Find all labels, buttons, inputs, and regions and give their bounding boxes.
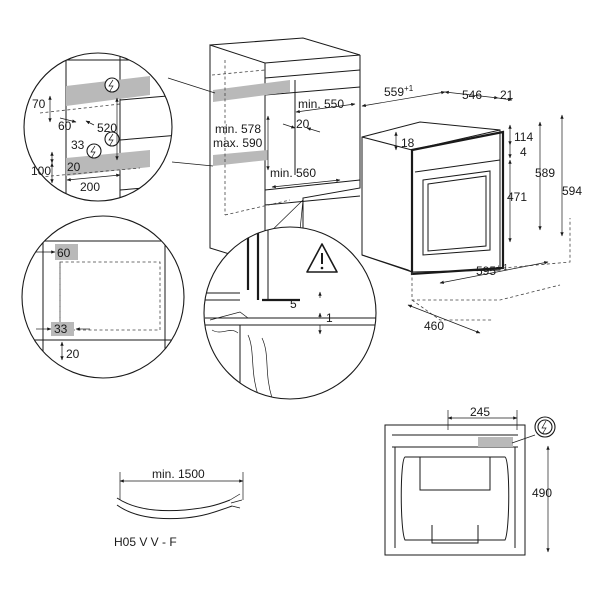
oven-width-460-label: 460 [424,319,444,333]
dim-4-label: 4 [520,145,527,159]
oven-depth-body-label: 546 [462,88,482,102]
opening-height-max-label: max. 590 [213,136,263,150]
cable-length-label: min. 1500 [152,467,205,481]
detail-mount: 5 1 [203,226,377,400]
rear-dim-245-label: 245 [470,405,490,419]
dim-1-label: 1 [326,311,333,325]
dim-33-label: 33 [71,138,85,152]
electric-power-icon [86,143,102,159]
cable-drawing: min. 1500 H05 V V - F [114,467,244,549]
dim-60-label: 60 [57,246,71,260]
electric-power-icon [534,416,556,438]
detail-bottom-left: 60 33 20 [21,215,185,379]
dim-70-label: 70 [32,97,46,111]
warning-triangle-icon [306,243,338,273]
dim-18-label: 18 [401,136,415,150]
rear-view-drawing: 245 490 [384,405,556,556]
dim-60-label: 60 [58,119,72,133]
dim-114-label: 114 [514,130,533,144]
rear-dim-490-label: 490 [532,486,552,500]
dim-33-label: 33 [54,322,68,336]
oven-height-body-label: 471 [507,190,527,204]
oven-width-label: 595+-1 [476,263,508,278]
dim-5-label: 5 [290,297,297,311]
cable-type-label: H05 V V - F [114,535,177,549]
opening-height-min-label: min. 578 [215,122,261,136]
electric-power-icon [104,77,120,93]
dim-20-label: 20 [67,160,81,174]
dim-100-label: 100 [31,164,51,178]
dim-520-label: 520 [97,121,117,135]
oven-drawing: 559+1 546 21 18 114 4 471 589 594 595+-1… [361,84,582,334]
opening-depth-label: min. 560 [270,166,316,180]
oven-depth-total-label: 559+1 [384,84,414,99]
oven-depth-front-label: 21 [500,88,514,102]
dim-20-label: 20 [66,347,80,361]
oven-height-594-label: 594 [562,184,582,198]
cabinet-drawing: min. 550 min. 560 min. 578 max. 590 20 [167,37,361,266]
opening-width-label: min. 550 [298,97,344,111]
detail-top-left: 70 60 520 33 100 20 200 [23,52,173,202]
oven-height-589-label: 589 [535,166,555,180]
inner-offset-label: 20 [296,117,310,131]
dim-200-label: 200 [80,180,100,194]
